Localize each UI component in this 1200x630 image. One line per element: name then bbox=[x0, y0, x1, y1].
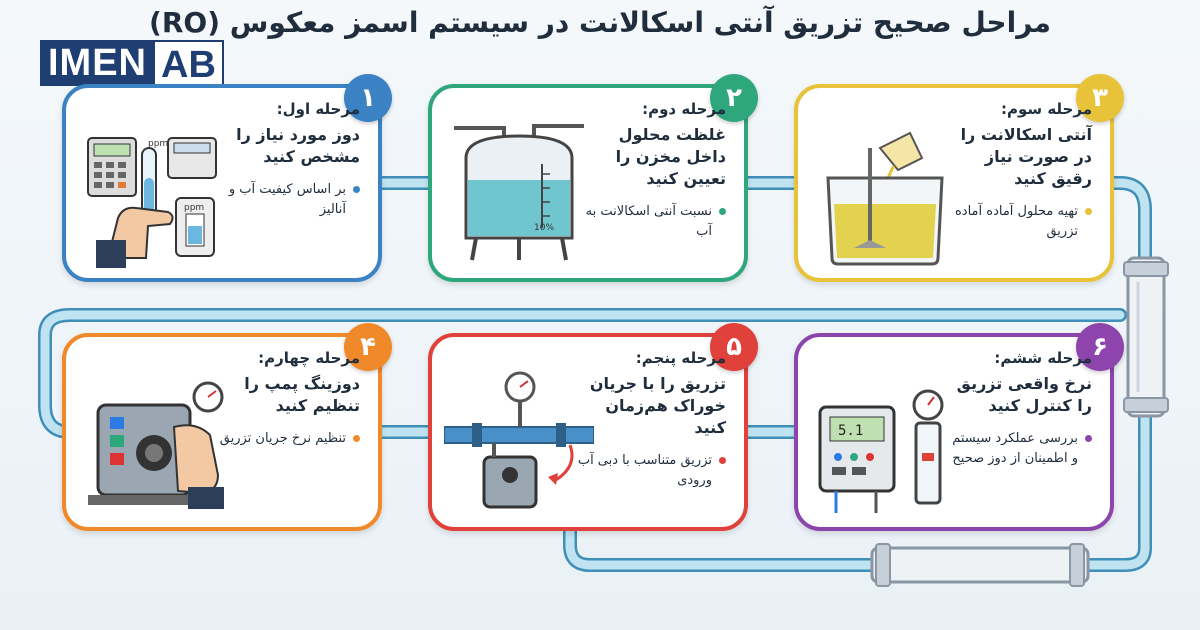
step-heading: آنتی اسکالانت را در صورت نیاز رقیق کنید bbox=[960, 125, 1092, 188]
svg-text:ppm: ppm bbox=[148, 139, 168, 149]
step-label: مرحله پنجم: bbox=[635, 349, 726, 367]
logo-part-1: IMEN bbox=[40, 40, 155, 86]
step-heading: نرخ واقعی تزریق را کنترل کنید bbox=[956, 374, 1092, 415]
step-bullet: تنظیم نرخ جریان تزریق bbox=[210, 429, 360, 449]
step-card-6: ۶ مرحله ششم: نرخ واقعی تزریق را کنترل کن… bbox=[794, 323, 1124, 531]
step-bullet: تهیه محلول آماده آماده تزریق bbox=[942, 202, 1092, 242]
step-number-badge: ۳ bbox=[1076, 74, 1124, 122]
step-card-5: ۵ مرحله پنجم: تزریق را با جریان خوراک هم… bbox=[428, 323, 758, 531]
step-card-3: ۳ مرحله سوم: آنتی اسکالانت را در صورت نی… bbox=[794, 74, 1124, 282]
step-number-badge: ۱ bbox=[344, 74, 392, 122]
step-number-badge: ۶ bbox=[1076, 323, 1124, 371]
step-label: مرحله ششم: bbox=[994, 349, 1092, 367]
step-card-4: ۴ مرحله چهارم: دوزینگ پمپ را تنظیم کنید … bbox=[62, 323, 392, 531]
step-number-badge: ۵ bbox=[710, 323, 758, 371]
controller-flowmeter-icon: 5.1 bbox=[818, 389, 944, 513]
svg-text:ppm: ppm bbox=[184, 203, 204, 213]
step-card-2: ۲ مرحله دوم: غلظت محلول داخل مخزن را تعی… bbox=[428, 74, 758, 282]
step-heading: غلظت محلول داخل مخزن را تعیین کنید bbox=[615, 125, 726, 188]
calculator-hand-test-tube-icon: ppm ppm bbox=[87, 137, 217, 268]
beaker-mixer-icon bbox=[826, 131, 944, 266]
svg-text:5.1: 5.1 bbox=[838, 423, 863, 439]
step-bullet: بررسی عملکرد سیستم و اطمینان از دوز صحیح bbox=[942, 429, 1092, 469]
step-label: مرحله سوم: bbox=[1000, 100, 1092, 118]
membrane-vessel-vertical-icon bbox=[1123, 256, 1169, 418]
step-label: مرحله اول: bbox=[276, 100, 360, 118]
step-card-1: ۱ مرحله اول: دوز مورد نیاز را مشخص کنید … bbox=[62, 74, 392, 282]
step-number-badge: ۲ bbox=[710, 74, 758, 122]
pump-dial-hand-icon bbox=[88, 381, 224, 509]
step-number-badge: ۴ bbox=[344, 323, 392, 371]
step-heading: دوزینگ پمپ را تنظیم کنید bbox=[244, 374, 360, 415]
svg-text:10%: 10% bbox=[534, 223, 554, 233]
step-label: مرحله دوم: bbox=[642, 100, 726, 118]
step-bullet: تزریق متناسب با دبی آب ورودی bbox=[576, 451, 726, 491]
tank-icon: 10% bbox=[454, 124, 584, 261]
page-title: مراحل صحیح تزریق آنتی اسکالانت در سیستم … bbox=[149, 6, 1051, 39]
membrane-vessel-horizontal-icon bbox=[870, 543, 1090, 587]
step-heading: دوز مورد نیاز را مشخص کنید bbox=[236, 125, 360, 166]
pipe-pump-gauge-icon bbox=[444, 371, 594, 509]
step-heading: تزریق را با جریان خوراک هم‌زمان کنید bbox=[589, 374, 726, 437]
step-bullet: نسبت آنتی اسکالانت به آب bbox=[576, 202, 726, 242]
step-label: مرحله چهارم: bbox=[258, 349, 360, 367]
step-bullet: بر اساس کیفیت آب و آنالیز bbox=[210, 180, 360, 220]
